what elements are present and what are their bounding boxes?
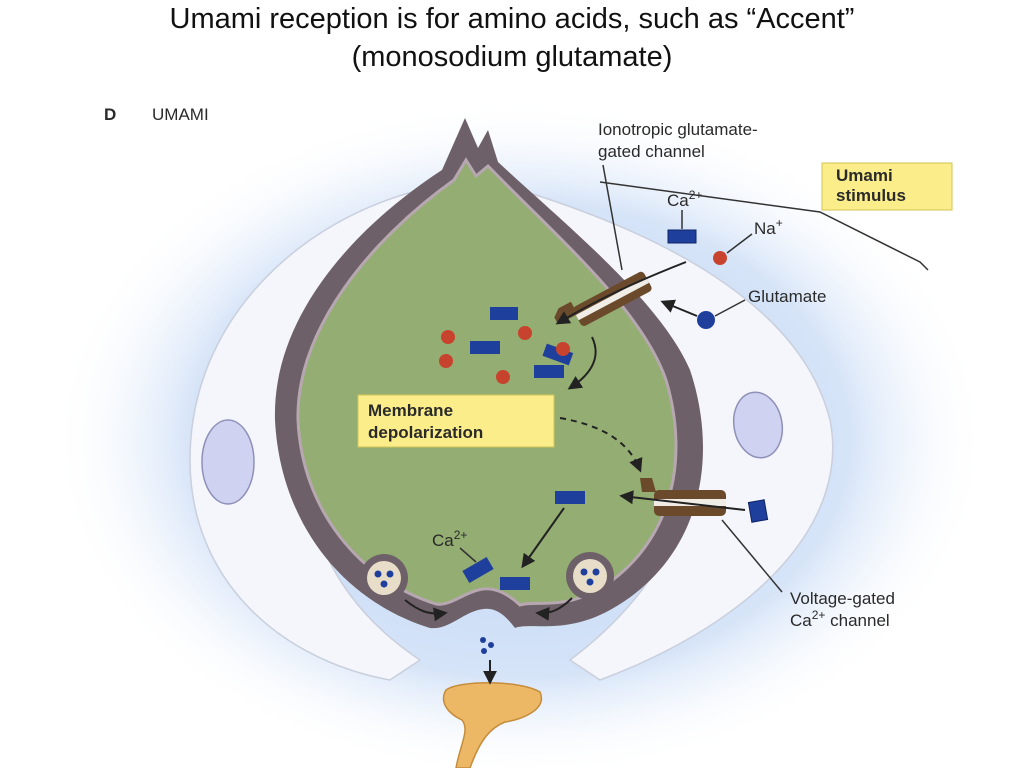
- voltage-gated-label-line-2: Ca2+ channel: [790, 608, 890, 630]
- synaptic-vesicle-left: [360, 554, 408, 602]
- synaptic-vesicle-right: [566, 552, 614, 600]
- synaptic-vesicle-released: [481, 648, 487, 654]
- ca-inner-leader-line: [459, 547, 477, 563]
- calcium-ion-inside: [470, 341, 500, 354]
- synaptic-vesicle-released: [488, 642, 494, 648]
- calcium-ion-cytoplasm: [462, 556, 494, 584]
- calcium-influx-arrow: [619, 490, 746, 511]
- sodium-ion-inside: [439, 354, 453, 368]
- ionotropic-label-line-2: gated channel: [598, 142, 705, 161]
- calcium-ion-outside-lower: [747, 499, 769, 523]
- sodium-ion-inside: [441, 330, 455, 344]
- panel-letter: D: [104, 105, 116, 124]
- umami-stimulus-label-line-2: stimulus: [836, 186, 906, 205]
- calcium-ion-cytoplasm: [500, 577, 530, 590]
- synaptic-vesicle-released: [480, 637, 486, 643]
- glutamate-leader-line: [714, 299, 746, 317]
- vesicle-fusion-arrow-right: [535, 597, 573, 621]
- right-cell-nucleus: [732, 391, 784, 459]
- voltage-gated-label-line-1: Voltage-gated: [790, 589, 895, 608]
- slide-title-line-2: (monosodium glutamate): [351, 41, 673, 73]
- calcium-ion-inside: [490, 307, 518, 320]
- glutamate-label: Glutamate: [748, 287, 826, 306]
- ionotropic-label-line-1: Ionotropic glutamate-: [598, 120, 758, 139]
- calcium-ion-outside: [667, 229, 697, 244]
- sodium-ion-outside: [713, 251, 727, 265]
- panel-title: UMAMI: [152, 105, 209, 124]
- calcium-ion-inside: [542, 343, 574, 366]
- membrane-depolarization-label-line-2: depolarization: [368, 423, 483, 442]
- calcium-label-top: Ca2+: [667, 188, 702, 210]
- umami-stimulus-label-line-1: Umami: [836, 166, 893, 185]
- glutamate-binding-arrow: [660, 299, 698, 317]
- sodium-ion-inside: [518, 326, 532, 340]
- vesicle-fusion-arrow-left: [404, 599, 448, 622]
- vgc-leader-line: [721, 519, 783, 593]
- calcium-ion-inside: [534, 365, 564, 378]
- left-cell-nucleus: [201, 419, 255, 505]
- ion-influx-arrow: [555, 261, 687, 325]
- depolarization-to-channel-arrow: [559, 417, 643, 473]
- umami-stimulus-box: [821, 162, 953, 211]
- slide-title: Umami reception is for amino acids, such…: [0, 0, 1024, 76]
- sodium-label: Na+: [754, 216, 783, 238]
- depolarization-arrow-from-ions: [567, 336, 597, 390]
- glutamate-molecule: [697, 311, 715, 329]
- stimulus-bracket: [599, 181, 929, 271]
- calcium-ion-entering: [555, 491, 585, 504]
- sodium-ion-inside: [556, 342, 570, 356]
- calcium-to-vesicle-arrow: [521, 507, 565, 569]
- membrane-depolarization-box: [357, 394, 555, 448]
- membrane-depolarization-label-line-1: Membrane: [368, 401, 453, 420]
- sodium-ion-inside: [496, 370, 510, 384]
- calcium-label-inner: Ca2+: [432, 528, 467, 550]
- nerve-terminal: [442, 681, 543, 768]
- slide-title-line-1: Umami reception is for amino acids, such…: [169, 3, 855, 35]
- na-leader-line: [726, 233, 753, 254]
